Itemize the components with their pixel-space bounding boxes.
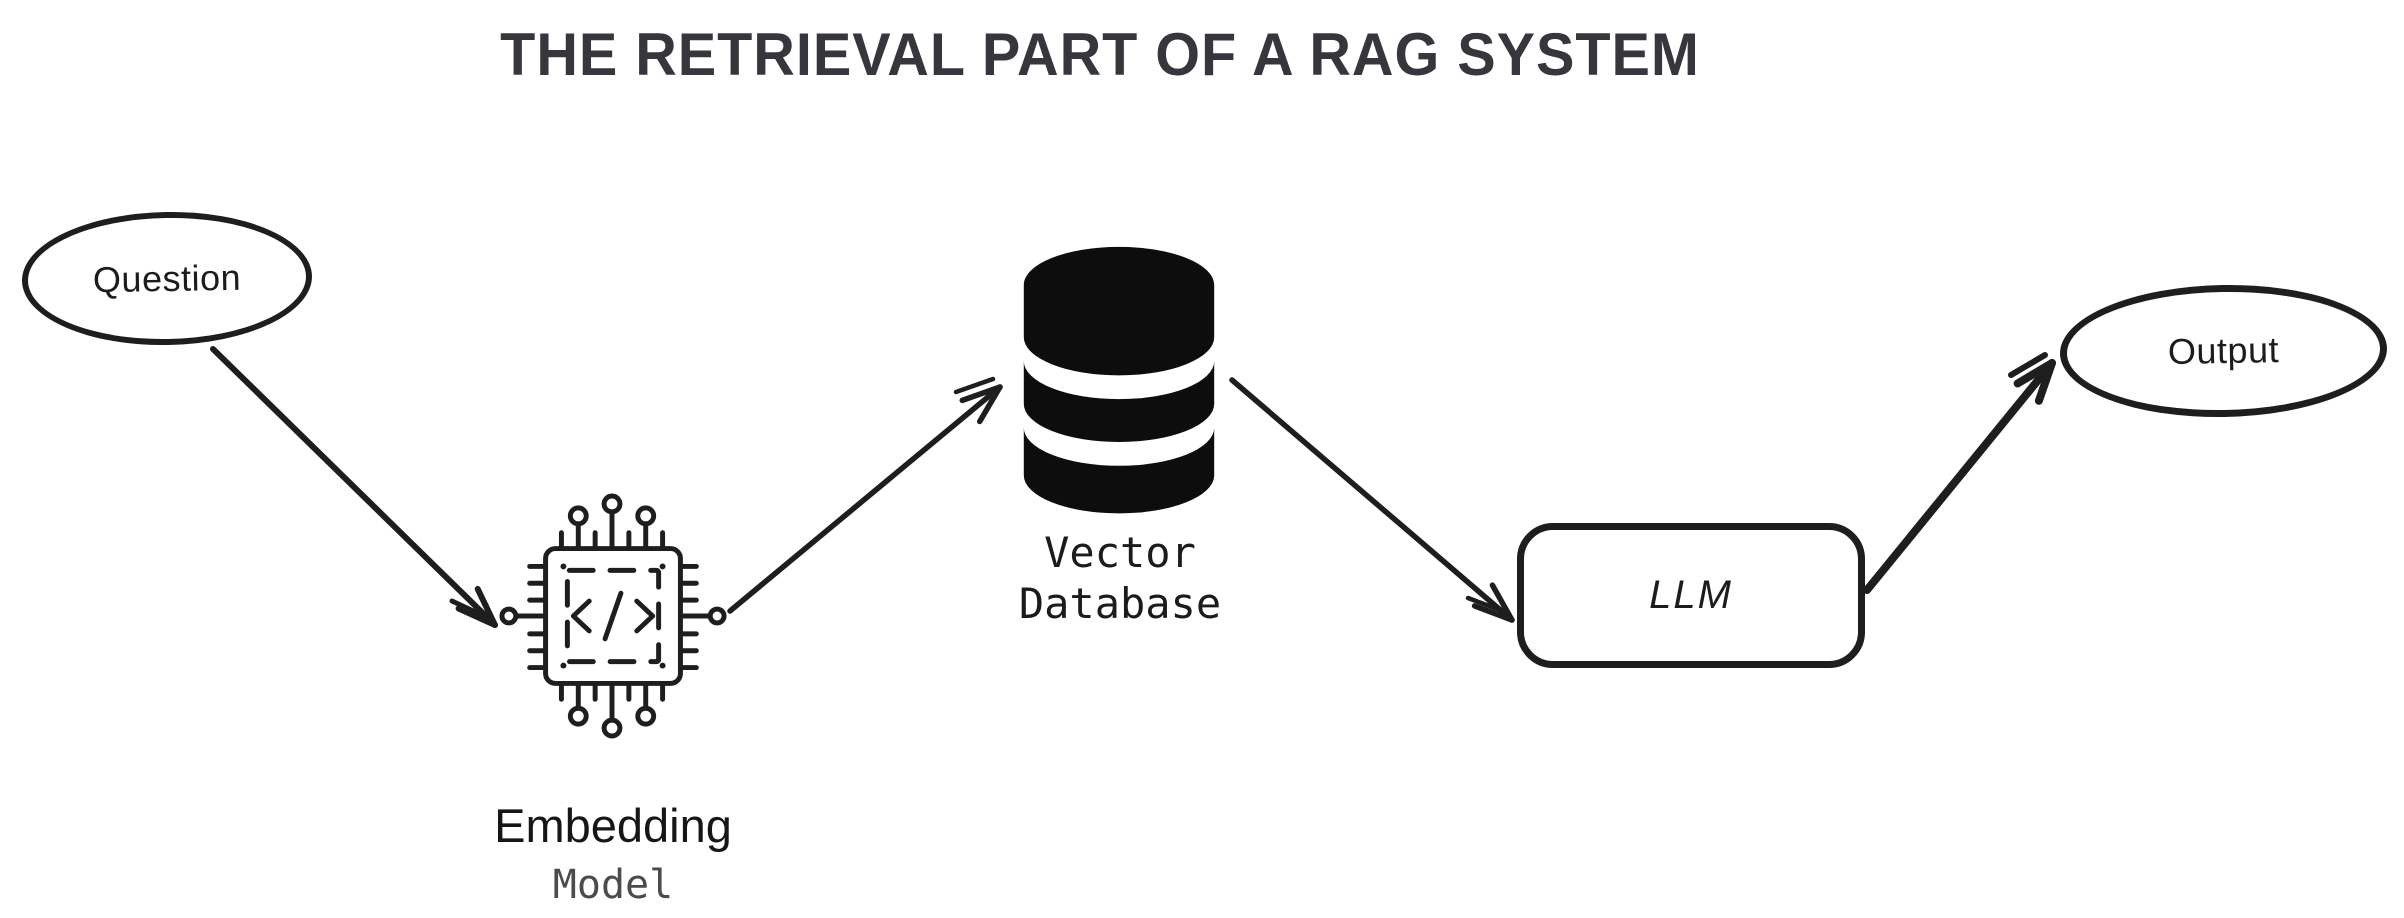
arrow-question-to-embedding (210, 346, 498, 628)
embedding-model-label: Embedding Model (463, 798, 763, 908)
vector-database-label: Vector Database (986, 527, 1254, 629)
arrow-llm-to-output (1863, 352, 2056, 594)
node-question: Question (20, 209, 314, 348)
database-icon (1023, 246, 1215, 514)
embedding-model-label-line1: Embedding (494, 799, 732, 852)
node-output: Output (2058, 282, 2389, 420)
arrow-embedding-to-vectordb (727, 376, 1003, 614)
chip-code-icon (499, 493, 727, 739)
node-llm: LLM (1517, 523, 1865, 668)
vector-database-label-line1: Vector (1044, 528, 1196, 577)
arrow-vectordb-to-llm (1229, 377, 1515, 623)
embedding-model-label-line2: Model (552, 862, 674, 908)
vector-database-label-line2: Database (1018, 579, 1222, 628)
output-label: Output (2167, 329, 2280, 372)
diagram-title: THE RETRIEVAL PART OF A RAG SYSTEM (500, 21, 1700, 88)
question-label: Question (92, 256, 242, 300)
llm-label: LLM (1649, 573, 1733, 617)
